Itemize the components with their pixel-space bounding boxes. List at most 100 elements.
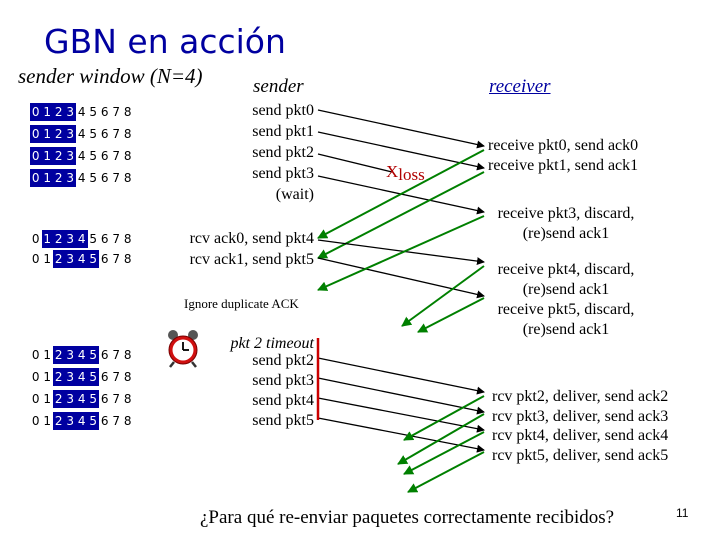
window-seq-number: 0 <box>31 414 40 428</box>
window-seq-number: 0 <box>31 252 40 266</box>
window-seq-number: 6 <box>100 127 109 141</box>
receiver-event-pkt4-discard: receive pkt4, discard, <box>497 261 635 278</box>
ignore-duplicate-ack: Ignore duplicate ACK <box>184 296 299 311</box>
arrow-pkt2-lost <box>317 153 393 173</box>
window-seq-in-window: 2 <box>53 346 65 364</box>
window-seq-in-window: 2 <box>53 169 65 187</box>
receiver-event-resend-ack1-c: (re)send ack1 <box>522 321 610 338</box>
window-seq-in-window: 3 <box>64 390 76 408</box>
window-seq-in-window: 4 <box>76 346 88 364</box>
window-seq-in-window: 4 <box>76 250 88 268</box>
sender-event-wait: (wait) <box>275 186 314 203</box>
window-seq-number: 8 <box>123 252 132 266</box>
arrow-resend-pkt2 <box>317 357 485 395</box>
window-seq-in-window: 0 <box>30 147 42 165</box>
window-seq-number: 1 <box>43 252 52 266</box>
window-seq-number: 5 <box>89 149 98 163</box>
page-number: 11 <box>676 506 689 520</box>
window-seq-number: 8 <box>123 392 132 406</box>
sender-event-send-pkt2: send pkt2 <box>252 144 314 161</box>
slide-title: GBN en acción <box>44 22 286 61</box>
sender-event-rcv-ack1: rcv ack1, send pkt5 <box>189 251 314 268</box>
receiver-event-pkt1: receive pkt1, send ack1 <box>488 157 639 174</box>
receiver-event-resend-ack1-b: (re)send ack1 <box>522 281 610 298</box>
window-seq-number: 7 <box>112 414 121 428</box>
window-seq-number: 4 <box>77 149 86 163</box>
packet-loss-marker: Xloss <box>386 162 425 185</box>
window-seq-number: 4 <box>77 171 86 185</box>
window-seq-number: 7 <box>112 392 121 406</box>
receiver-event-pkt0: receive pkt0, send ack0 <box>488 137 639 154</box>
window-seq-in-window: 0 <box>30 125 42 143</box>
sender-event-send-pkt3: send pkt3 <box>252 165 314 182</box>
window-seq-number: 8 <box>123 127 132 141</box>
window-seq-number: 1 <box>43 414 52 428</box>
window-seq-number: 4 <box>77 127 86 141</box>
window-seq-number: 7 <box>112 252 121 266</box>
window-seq-number: 5 <box>89 171 98 185</box>
sender-event-resend-pkt4: send pkt4 <box>252 392 314 409</box>
window-seq-in-window: 1 <box>41 125 53 143</box>
window-seq-in-window: 1 <box>41 230 53 248</box>
window-seq-number: 6 <box>100 392 109 406</box>
window-seq-in-window: 5 <box>87 346 99 364</box>
window-seq-in-window: 2 <box>53 147 65 165</box>
loss-label: loss <box>398 165 425 184</box>
window-seq-in-window: 3 <box>64 169 76 187</box>
sender-event-resend-pkt2: send pkt2 <box>252 352 314 369</box>
sender-events-1: send pkt0 send pkt1 send pkt2 send pkt3 … <box>252 100 314 205</box>
window-seq-number: 5 <box>89 232 98 246</box>
window-seq-number: 4 <box>77 105 86 119</box>
window-seq-in-window: 2 <box>53 250 65 268</box>
sender-events-2: rcv ack0, send pkt4 rcv ack1, send pkt5 <box>190 228 314 270</box>
window-seq-in-window: 5 <box>87 390 99 408</box>
arrow-resend-pkt3 <box>317 377 485 415</box>
arrow-dup-ack1-b <box>401 265 485 327</box>
window-seq-in-window: 3 <box>64 368 76 386</box>
window-seq-in-window: 0 <box>30 169 42 187</box>
window-seq-number: 7 <box>112 127 121 141</box>
sender-events-3: send pkt2 send pkt3 send pkt4 send pkt5 <box>252 351 314 431</box>
window-seq-number: 1 <box>43 370 52 384</box>
window-seq-in-window: 5 <box>87 368 99 386</box>
arrow-pkt4 <box>317 239 485 266</box>
window-seq-in-window: 3 <box>64 125 76 143</box>
arrow-resend-pkt4 <box>317 397 485 433</box>
window-seq-in-window: 3 <box>64 230 76 248</box>
arrow-pkt5 <box>317 257 485 299</box>
window-seq-in-window: 2 <box>53 103 65 121</box>
window-seq-number: 6 <box>100 370 109 384</box>
receiver-event-deliver-pkt2: rcv pkt2, deliver, send ack2 <box>492 388 669 405</box>
window-seq-number: 7 <box>112 105 121 119</box>
window-seq-in-window: 5 <box>87 250 99 268</box>
window-seq-number: 1 <box>43 348 52 362</box>
window-seq-in-window: 2 <box>53 125 65 143</box>
window-seq-in-window: 4 <box>76 412 88 430</box>
question-text: ¿Para qué re-enviar paquetes correctamen… <box>200 507 615 528</box>
receiver-events-4: rcv pkt2, deliver, send ack2 rcv pkt3, d… <box>492 387 668 465</box>
window-seq-number: 8 <box>123 414 132 428</box>
arrow-dup-ack1-c <box>417 297 485 333</box>
alarm-clock-icon <box>165 328 201 373</box>
window-seq-in-window: 4 <box>76 368 88 386</box>
arrow-resend-pkt5 <box>317 417 485 453</box>
receiver-header: receiver <box>489 76 551 97</box>
arrow-pkt0 <box>317 109 485 149</box>
window-seq-in-window: 0 <box>30 103 42 121</box>
window-seq-number: 6 <box>100 252 109 266</box>
window-seq-in-window: 3 <box>64 250 76 268</box>
window-seq-in-window: 3 <box>64 412 76 430</box>
window-seq-number: 6 <box>100 171 109 185</box>
window-seq-in-window: 2 <box>53 412 65 430</box>
window-seq-in-window: 1 <box>41 147 53 165</box>
receiver-event-deliver-pkt3: rcv pkt3, deliver, send ack3 <box>492 407 669 425</box>
sender-event-send-pkt1: send pkt1 <box>252 123 314 140</box>
sender-event-resend-pkt3: send pkt3 <box>252 372 314 389</box>
window-seq-in-window: 3 <box>64 346 76 364</box>
